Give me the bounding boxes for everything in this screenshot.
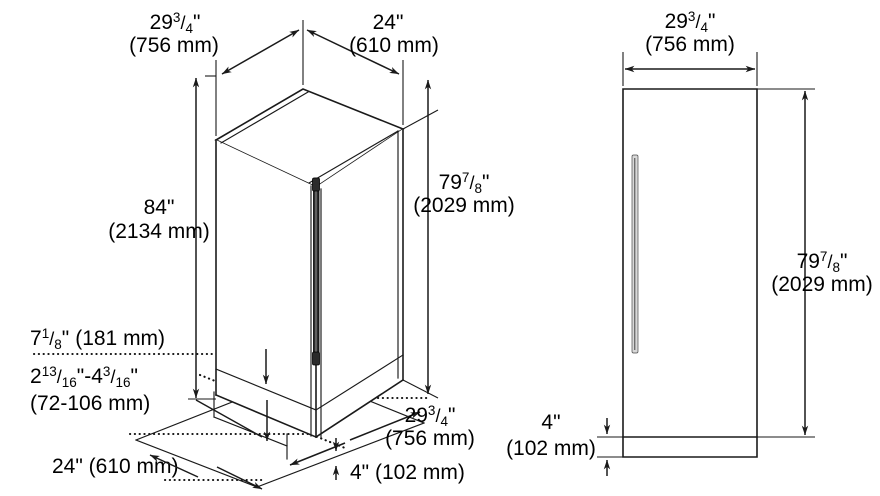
iso-depth-dimension-group: 293/4" (756 mm)	[129, 10, 304, 136]
iso-floor-depth-inch-label: 293/4"	[405, 403, 456, 429]
iso-rear-clearance-label: 71/8"(181 mm)	[30, 326, 165, 352]
front-plinth-metric-label: (102 mm)	[506, 437, 596, 460]
front-height-dimension-group: 797/8" (2029 mm)	[757, 88, 873, 438]
iso-width-metric-label: (610 mm)	[349, 34, 439, 57]
front-width-metric-label: (756 mm)	[645, 33, 735, 56]
iso-cabinet-height-inch-label: 797/8"	[439, 170, 490, 196]
iso-toe-kick-metric-label: (72-106 mm)	[30, 392, 150, 415]
iso-plinth	[215, 354, 404, 411]
front-width-inch-label: 293/4"	[665, 9, 716, 35]
iso-overall-height-inch-label: 84"	[144, 196, 175, 219]
front-view: 293/4" (756 mm) 797/8" (2029 mm) 4" (102…	[506, 9, 873, 476]
front-cabinet-outline	[622, 88, 758, 458]
front-height-metric-label: (2029 mm)	[771, 273, 873, 296]
isometric-view: 293/4" (756 mm) 24" (610 mm) 84" (2134 m…	[30, 10, 515, 490]
iso-toe-kick-dimension-group: 213/16"-43/16" (72-106 mm)	[30, 364, 271, 442]
iso-width-inch-label: 24"	[373, 11, 404, 34]
iso-plinth-label: 4" (102 mm)	[350, 461, 465, 484]
iso-depth-metric-label: (756 mm)	[129, 34, 219, 57]
front-width-dimension-group: 293/4" (756 mm)	[622, 9, 758, 86]
front-height-inch-label: 797/8"	[797, 249, 848, 275]
iso-cabinet-body	[214, 88, 405, 439]
iso-width-dimension-group: 24" (610 mm)	[306, 11, 439, 125]
iso-floor-depth-metric-label: (756 mm)	[385, 427, 475, 450]
iso-rear-clearance-dimension-group: 71/8"(181 mm)	[30, 326, 270, 385]
iso-floor-width-label: 24" (610 mm)	[52, 455, 179, 478]
iso-floor-width-dimension-group: 24" (610 mm)	[52, 454, 263, 490]
iso-toe-kick-inch-label: 213/16"-43/16"	[30, 364, 138, 390]
iso-overall-height-metric-label: (2134 mm)	[108, 220, 210, 243]
front-plinth-inch-label: 4"	[541, 411, 560, 434]
iso-cabinet-height-dimension-group: 797/8" (2029 mm)	[402, 79, 515, 399]
iso-plinth-dimension-group: 4" (102 mm)	[332, 438, 465, 484]
iso-cabinet-height-metric-label: (2029 mm)	[413, 194, 515, 217]
iso-floor-depth-dimension-group: 293/4" (756 mm)	[289, 403, 475, 466]
iso-door-handle	[312, 177, 320, 366]
front-door-handle	[631, 154, 639, 354]
front-plinth-dimension-group: 4" (102 mm)	[506, 411, 623, 476]
iso-overall-height-dimension-group: 84" (2134 mm)	[108, 75, 263, 438]
iso-depth-inch-label: 293/4"	[150, 10, 201, 36]
